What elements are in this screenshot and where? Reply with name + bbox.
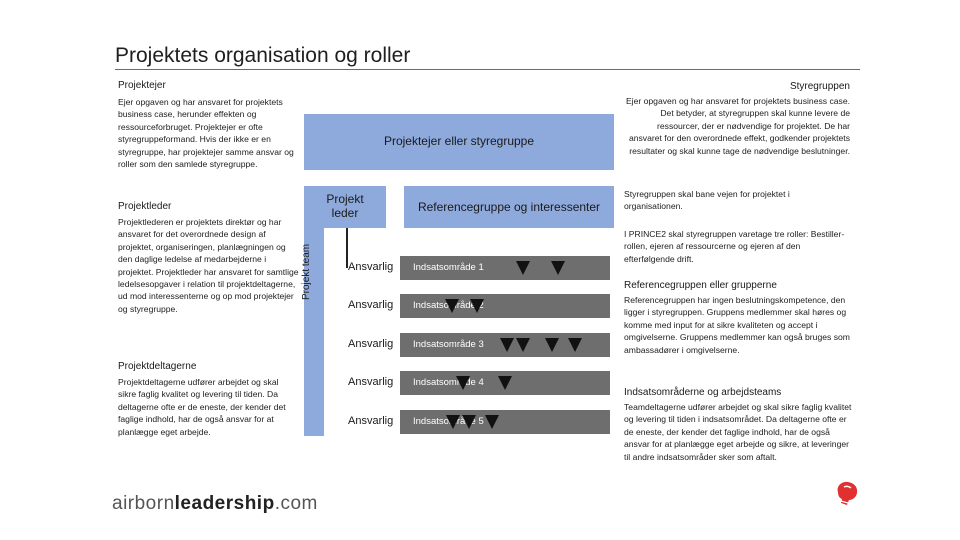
owner-box-label: Projektejer eller styregruppe [383, 134, 535, 148]
leader-text: Projektlederen er projektets direktør og… [118, 217, 299, 314]
area-band [400, 294, 610, 318]
task-marker [551, 261, 565, 275]
logo-light-text: airborn [112, 493, 175, 514]
task-marker [545, 338, 559, 352]
steering-text-1: Ejer opgaven og har ansvaret for projekt… [625, 96, 850, 156]
task-marker [445, 299, 459, 313]
team-label: Projekt team [301, 243, 312, 300]
title-divider [115, 69, 860, 70]
reference-box: Referencegruppe og interessenter [404, 186, 614, 228]
reference-text: Referencegruppen har ingen beslutningsko… [624, 295, 850, 355]
owner-text: Ejer opgaven og har ansvaret for projekt… [118, 97, 294, 170]
responsible-label: Ansvarlig [348, 376, 394, 388]
task-marker [470, 299, 484, 313]
task-marker [568, 338, 582, 352]
reference-box-label: Referencegruppe og interessenter [417, 200, 601, 214]
area-band [400, 256, 610, 280]
reference-heading: Referencegruppen eller grupperne [624, 280, 777, 291]
task-marker [498, 376, 512, 390]
leader-connector [346, 228, 348, 268]
leader-box-label: Projekt leder [326, 192, 364, 220]
areas-heading: Indsatsområderne og arbejdsteams [624, 387, 782, 398]
logo-bold-text: leadership [174, 493, 275, 514]
responsible-label: Ansvarlig [348, 299, 394, 311]
areas-text: Teamdeltagerne udfører arbejdet og skal … [624, 402, 852, 462]
steering-text-3: I PRINCE2 skal styregruppen varetage tre… [624, 229, 845, 264]
task-marker [516, 261, 530, 275]
responsible-label: Ansvarlig [348, 415, 394, 427]
leader-box: Projekt leder [304, 186, 386, 228]
participants-text: Projektdeltagerne udfører arbejdet og sk… [118, 377, 286, 437]
boxing-glove-icon [837, 481, 858, 505]
team-bar [304, 228, 324, 436]
owner-heading: Projektejer [118, 80, 166, 91]
logo-suffix-text: .com [274, 493, 318, 514]
task-marker [485, 415, 499, 429]
area-band [400, 410, 610, 434]
steering-heading: Styregruppen [789, 81, 850, 92]
company-logo: airbornleadership.com [112, 493, 318, 515]
responsible-label: Ansvarlig [348, 261, 394, 273]
task-marker [516, 338, 530, 352]
task-marker [462, 415, 476, 429]
area-label: Indsatsområde 1 [413, 262, 484, 273]
page-title: Projektets organisation og roller [115, 44, 411, 67]
task-marker [456, 376, 470, 390]
task-marker [446, 415, 460, 429]
steering-text-2: Styregruppen skal bane vejen for projekt… [624, 189, 790, 212]
task-marker [500, 338, 514, 352]
owner-box: Projektejer eller styregruppe [304, 114, 614, 170]
area-label: Indsatsområde 4 [413, 377, 484, 388]
responsible-label: Ansvarlig [348, 338, 394, 350]
area-label: Indsatsområde 3 [413, 339, 484, 350]
leader-heading: Projektleder [118, 201, 172, 212]
participants-heading: Projektdeltagerne [118, 361, 197, 372]
